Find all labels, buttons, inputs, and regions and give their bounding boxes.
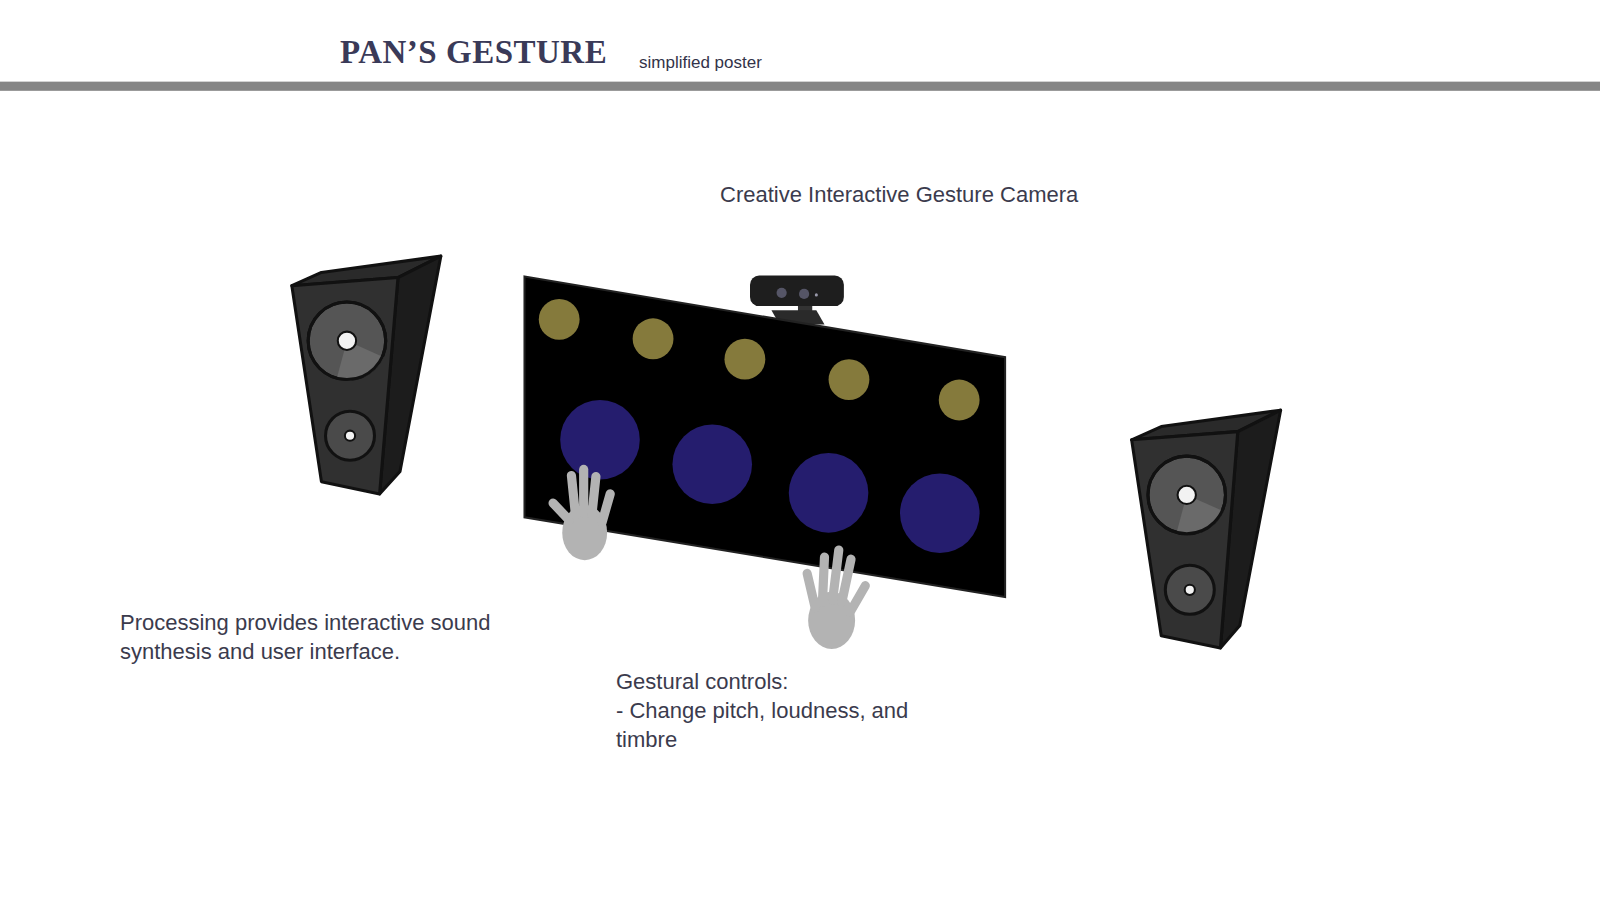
processing-note: Processing provides interactive sound sy… xyxy=(120,608,540,666)
subtitle: simplified poster xyxy=(639,53,762,73)
controls-heading: Gestural controls: xyxy=(616,667,956,696)
right-speaker xyxy=(1132,410,1281,648)
poster-title: PAN’S GESTURE xyxy=(340,34,607,71)
controls-item: - Change pitch, loudness, and timbre xyxy=(616,696,946,754)
left-hand xyxy=(553,469,610,560)
right-hand xyxy=(807,550,865,649)
camera-label: Creative Interactive Gesture Camera xyxy=(720,180,1078,209)
header-bar xyxy=(0,82,1600,91)
display-screen xyxy=(524,277,1005,597)
sound-pads xyxy=(560,400,979,553)
left-speaker xyxy=(292,256,441,494)
